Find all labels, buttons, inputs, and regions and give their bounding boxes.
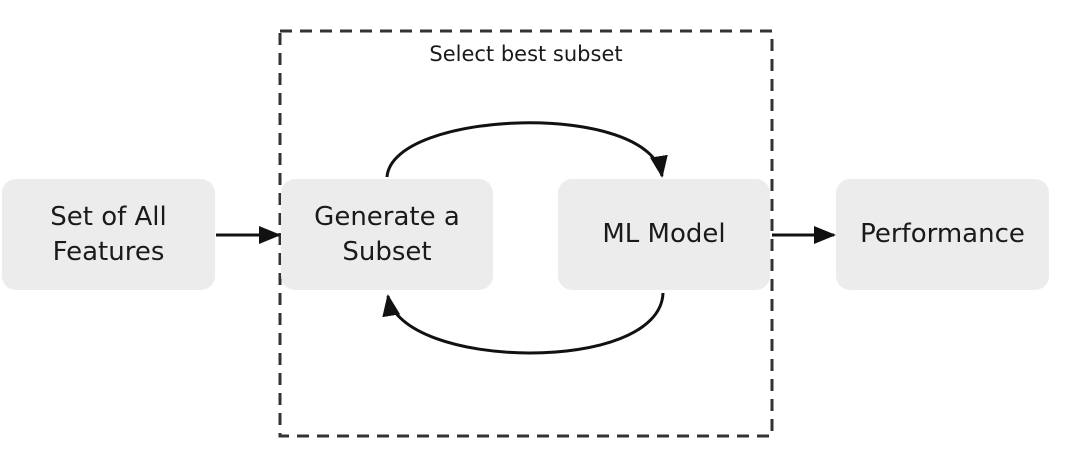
node-generate-line1: Generate a (314, 201, 460, 232)
node-performance-label: Performance (860, 219, 1025, 249)
node-ml-model: ML Model (558, 179, 770, 290)
node-model-label: ML Model (602, 219, 726, 249)
node-performance: Performance (836, 179, 1049, 290)
arrow-loop-model-to-generate (382, 292, 665, 355)
node-features-line1: Set of All (50, 201, 167, 232)
node-generate-line2: Subset (342, 236, 432, 267)
node-set-of-all-features: Set of All Features (2, 179, 215, 290)
node-features-line2: Features (52, 236, 165, 267)
arrow-loop-generate-to-model (385, 121, 668, 178)
node-generate-subset: Generate a Subset (281, 179, 493, 290)
container-label: Select best subset (429, 42, 623, 66)
